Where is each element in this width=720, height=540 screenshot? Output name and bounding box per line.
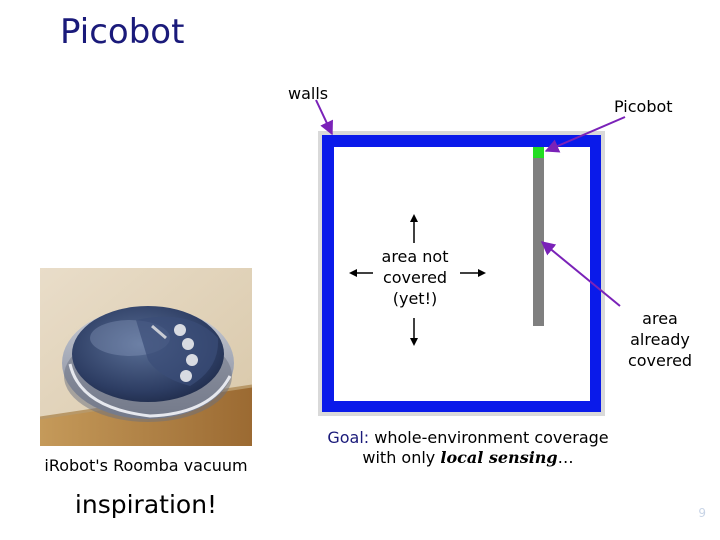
area-not-covered-line-3: (yet!)	[372, 288, 458, 309]
walls-label: walls	[288, 84, 328, 103]
goal-label: Goal:	[327, 428, 369, 447]
goal-emphasis: local sensing	[440, 448, 557, 467]
goal-ellipsis: …	[558, 448, 574, 467]
area-not-covered-line-1: area not	[372, 246, 458, 267]
inspiration-note: inspiration!	[40, 490, 252, 519]
area-covered-line-3: covered	[622, 350, 698, 371]
goal-line-2: with only local sensing…	[318, 448, 618, 468]
goal-statement: Goal: whole-environment coverage with on…	[318, 428, 618, 468]
goal-text-2: with only	[362, 448, 440, 467]
covered-path	[533, 147, 544, 326]
page-number: 9	[676, 506, 706, 520]
walls-arrow	[316, 100, 332, 134]
area-covered-label: area already covered	[622, 308, 698, 371]
goal-text-1: whole-environment coverage	[369, 428, 608, 447]
picobot-label: Picobot	[614, 97, 673, 116]
roomba-photo	[40, 268, 252, 446]
area-covered-line-1: area	[622, 308, 698, 329]
photo-caption: iRobot's Roomba vacuum	[40, 456, 252, 475]
area-not-covered-label: area not covered (yet!)	[372, 246, 458, 309]
area-not-covered-line-2: covered	[372, 267, 458, 288]
area-covered-line-2: already	[622, 329, 698, 350]
goal-line-1: Goal: whole-environment coverage	[318, 428, 618, 448]
picobot-square	[533, 147, 544, 158]
